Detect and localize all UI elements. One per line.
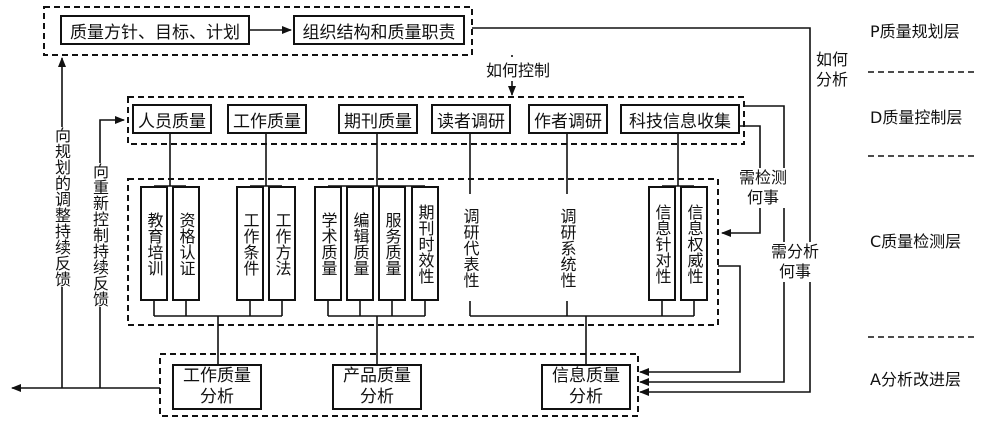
org-structure-box: 组织结构和质量职责 bbox=[293, 15, 465, 45]
journal-quality-box: 期刊质量 bbox=[338, 104, 418, 134]
work-conditions-box: 工作条件 bbox=[236, 186, 264, 301]
training-box: 教育培训 bbox=[140, 186, 168, 301]
info-collection-box: 科技信息收集 bbox=[620, 104, 740, 134]
timeliness-box: 期刊时效性 bbox=[411, 186, 439, 301]
editing-quality-box: 编辑质量 bbox=[346, 186, 374, 301]
survey-systematic-box: 调研系统性 bbox=[557, 207, 577, 288]
planning-frame bbox=[43, 6, 473, 56]
info-quality-analysis-box: 信息质量 分析 bbox=[541, 364, 631, 410]
layer-c-label: C质量检测层 bbox=[870, 232, 962, 251]
service-quality-box: 服务质量 bbox=[378, 186, 406, 301]
reader-survey-box: 读者调研 bbox=[431, 104, 511, 134]
layer-d-label: D质量控制层 bbox=[870, 108, 963, 127]
how-analyze-label: 如何 分析 bbox=[816, 50, 849, 90]
work-quality-analysis-box: 工作质量 分析 bbox=[172, 364, 262, 410]
product-quality-analysis-box: 产品质量 分析 bbox=[332, 364, 422, 410]
layer-p-label: P质量规划层 bbox=[870, 22, 960, 41]
survey-representativeness-box: 调研代表性 bbox=[460, 207, 480, 288]
author-survey-box: 作者调研 bbox=[528, 104, 608, 134]
feedback-to-control-label: 向重新控制持续反馈 bbox=[90, 163, 109, 307]
info-authority-box: 信息权威性 bbox=[680, 186, 708, 301]
feedback-to-planning-label: 向规划的调整持续反馈 bbox=[52, 127, 71, 287]
check-frame bbox=[127, 178, 719, 326]
work-quality-box: 工作质量 bbox=[227, 104, 307, 134]
control-frame bbox=[127, 96, 745, 145]
layer-a-label: A分析改进层 bbox=[870, 370, 961, 389]
certification-box: 资格认证 bbox=[172, 186, 200, 301]
academic-quality-box: 学术质量 bbox=[314, 186, 342, 301]
need-analyze-label: 需分析 何事 bbox=[770, 242, 821, 282]
personnel-quality-box: 人员质量 bbox=[132, 104, 212, 134]
need-check-label: 需检测 何事 bbox=[738, 168, 789, 208]
info-relevance-box: 信息针对性 bbox=[648, 186, 676, 301]
policy-goals-plan-box: 质量方针、目标、计划 bbox=[60, 15, 250, 45]
how-control-label: 如何控制 bbox=[484, 57, 553, 81]
work-methods-box: 工作方法 bbox=[268, 186, 296, 301]
